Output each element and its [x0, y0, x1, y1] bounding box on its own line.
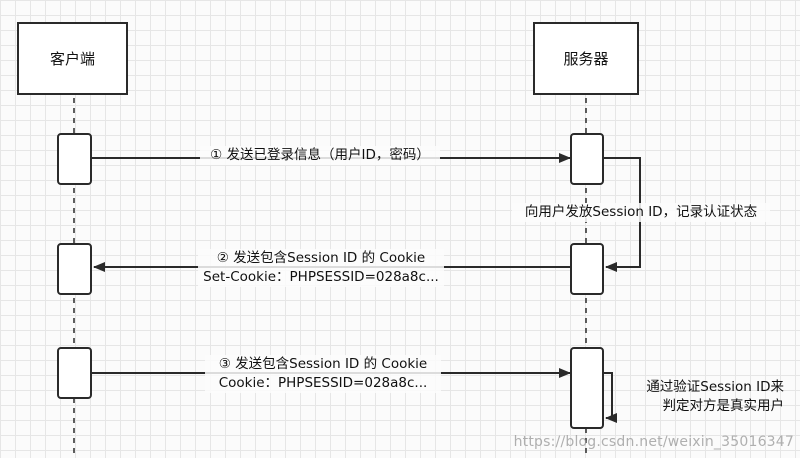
client-actor: 客户端 [17, 22, 128, 95]
server-activation-1 [570, 133, 604, 185]
watermark-text: https://blog.csdn.net/weixin_35016347 [513, 434, 794, 450]
verify-note: 通过验证Session ID来 判定对方是真实用户 [618, 378, 784, 416]
verify-arrow [604, 372, 617, 423]
send-cookie-message: ② 发送包含Session ID 的 Cookie Set-Cookie：PHP… [198, 249, 444, 287]
login-message: ① 发送已登录信息（用户ID，密码） [200, 146, 440, 165]
server-label: 服务器 [563, 50, 609, 68]
verify-line-1: 通过验证Session ID来 [646, 379, 784, 395]
client-activation-2 [57, 243, 92, 295]
send-cookie-line-1: ② 发送包含Session ID 的 Cookie [216, 250, 426, 266]
server-actor: 服务器 [533, 22, 639, 95]
client-activation-3 [57, 347, 92, 399]
verify-line-2: 判定对方是真实用户 [662, 398, 785, 414]
request-line-1: ③ 发送包含Session ID 的 Cookie [218, 356, 428, 372]
client-label: 客户端 [49, 50, 95, 68]
server-activation-2 [570, 243, 604, 295]
issue-session-note: 向用户发放Session ID，记录认证状态 [512, 203, 770, 222]
server-activation-3 [570, 347, 604, 429]
client-activation-1 [57, 133, 92, 185]
request-line-2: Cookie：PHPSESSID=028a8c... [218, 375, 428, 391]
request-message: ③ 发送包含Session ID 的 Cookie Cookie：PHPSESS… [205, 355, 441, 393]
send-cookie-line-2: Set-Cookie：PHPSESSID=028a8c... [203, 269, 439, 285]
